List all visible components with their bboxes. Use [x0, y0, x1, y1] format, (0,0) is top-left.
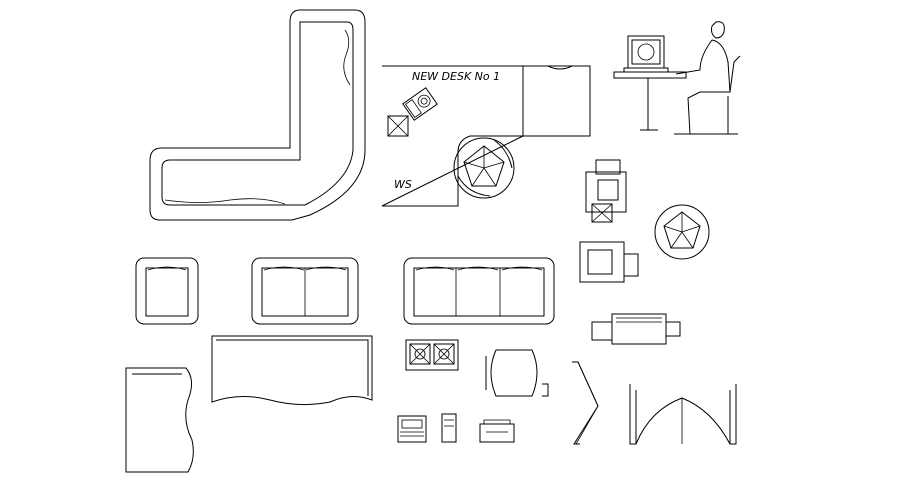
bed-block-large: [211, 335, 373, 406]
small-appliance-printer: [479, 419, 515, 443]
small-appliance-tower: [441, 413, 457, 443]
small-appliance-left: [397, 415, 427, 443]
swivel-chair-right: [654, 204, 710, 260]
ws-label: WS: [394, 178, 412, 191]
l-shaped-sofa: [149, 9, 366, 221]
sofa-two-seat: [251, 257, 359, 325]
washing-machine: [485, 349, 549, 397]
telephone-icon: [402, 87, 438, 121]
desk-workstation: NEW DESK No 1 WS: [381, 65, 591, 207]
desk-box-x: [387, 115, 409, 137]
double-swing-door: [629, 384, 737, 445]
equipment-stack: [585, 159, 627, 223]
folding-door: [572, 361, 599, 445]
bed-block-vertical: [125, 367, 194, 473]
sofa-three-seat: [403, 257, 555, 325]
printer-device: [591, 313, 681, 345]
person-at-computer-elevation: [613, 21, 741, 135]
cooktop-stove: [405, 339, 459, 371]
monitor-block: [579, 241, 639, 283]
desk-title-label: NEW DESK No 1: [412, 70, 500, 83]
swivel-chair-desk: [453, 137, 515, 199]
armchair-single: [135, 257, 199, 325]
